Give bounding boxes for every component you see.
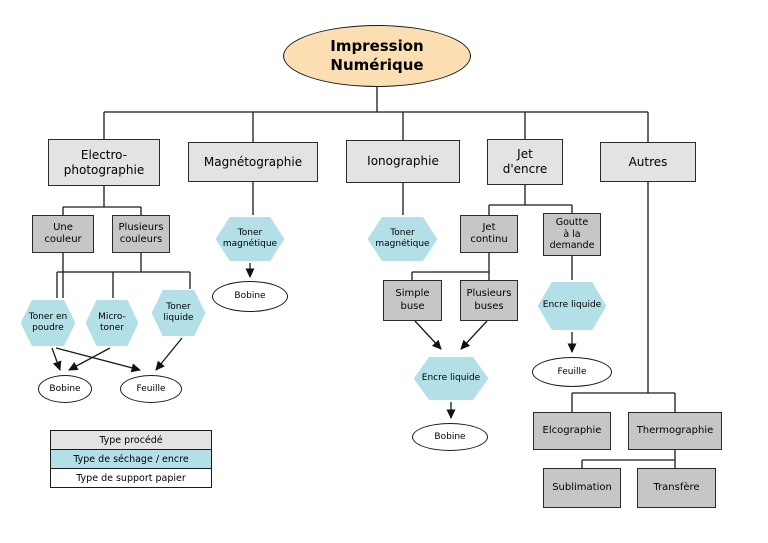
node-label: Toner magnétique — [375, 227, 430, 249]
legend-type-procede: Type procédé — [51, 431, 211, 449]
node-ionographie: Ionographie — [346, 140, 460, 183]
node-bobine-jet: Bobine — [412, 423, 488, 451]
node-plusieurs-couleurs: Plusieurs couleurs — [112, 215, 170, 253]
node-impression-numerique: Impression Numérique — [283, 25, 471, 87]
node-toner-en-poudre: Toner en poudre — [19, 298, 77, 348]
node-goutte-a-la-demande: Goutte à la demande — [543, 213, 601, 256]
legend: Type procédé Type de séchage / encre Typ… — [50, 430, 212, 488]
node-toner-magnetique-magneto: Toner magnétique — [214, 215, 286, 263]
node-encre-liquide-continu: Encre liquide — [412, 355, 490, 402]
node-autres: Autres — [600, 142, 696, 182]
node-electrophotographie: Electro- photographie — [48, 139, 160, 186]
node-transfere: Transfère — [637, 468, 716, 508]
arrow-connectors — [51, 263, 577, 419]
node-label: Encre liquide — [421, 372, 481, 383]
hexagon-shape — [85, 299, 139, 347]
node-encre-liquide-goutte: Encre liquide — [536, 280, 608, 332]
node-elcographie: Elcographie — [533, 412, 611, 450]
tree-connectors — [56, 87, 676, 468]
node-magnetographie: Magnétographie — [188, 142, 318, 182]
hexagon-shape — [413, 356, 489, 401]
hexagon-shape — [367, 216, 438, 262]
node-label: Toner liquide — [163, 301, 194, 323]
node-toner-magnetique-iono: Toner magnétique — [366, 215, 439, 263]
node-bobine-electro: Bobine — [38, 375, 92, 403]
node-label: Toner en poudre — [28, 311, 68, 333]
node-toner-liquide: Toner liquide — [150, 288, 207, 338]
node-jet-continu: Jet continu — [460, 215, 518, 253]
node-jet-dencre: Jet d'encre — [487, 139, 563, 185]
node-sublimation: Sublimation — [543, 468, 621, 508]
hexagon-shape — [215, 216, 285, 262]
hexagon-shape — [20, 299, 76, 347]
node-bobine-magneto: Bobine — [212, 281, 288, 312]
hexagon-shape — [537, 281, 607, 331]
node-feuille-electro: Feuille — [120, 375, 182, 403]
node-label: Encre liquide — [542, 300, 602, 311]
node-plusieurs-buses: Plusieurs buses — [460, 280, 518, 321]
node-micro-toner: Micro- toner — [84, 298, 140, 348]
node-feuille-jet: Feuille — [532, 357, 612, 387]
node-simple-buse: Simple buse — [383, 280, 442, 321]
node-thermographie: Thermographie — [628, 412, 722, 450]
legend-type-support-papier: Type de support papier — [51, 468, 211, 487]
node-label: Toner magnétique — [222, 227, 278, 249]
node-une-couleur: Une couleur — [32, 215, 94, 253]
node-label: Micro- toner — [98, 311, 126, 333]
legend-type-sechage-encre: Type de séchage / encre — [51, 449, 211, 468]
hexagon-shape — [151, 289, 206, 337]
